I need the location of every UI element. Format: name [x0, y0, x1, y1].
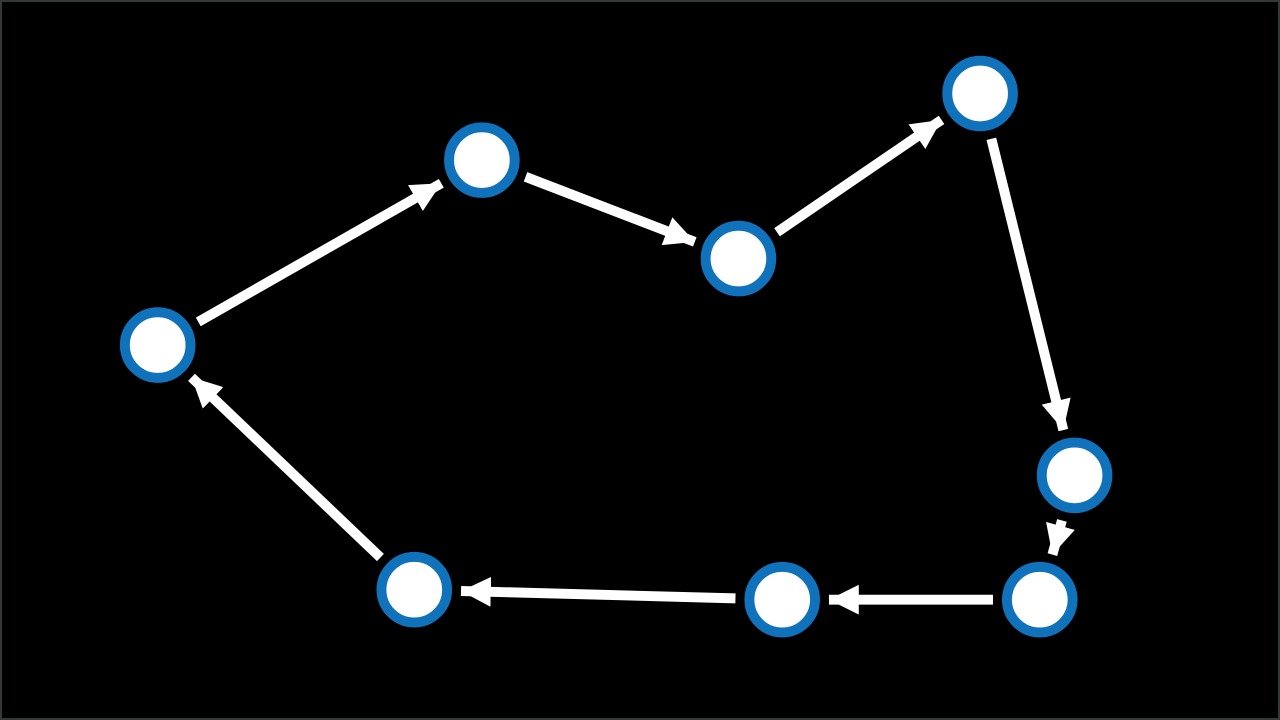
graph-node-n3	[700, 220, 777, 297]
graph-node-n5	[1036, 437, 1113, 514]
graph-edge-n5-n6	[1046, 519, 1075, 556]
graph-edge-n3-n4	[774, 115, 945, 237]
graph-node-n7	[744, 561, 820, 638]
nodes-layer	[119, 55, 1113, 638]
graph-edge-n4-n5	[986, 137, 1071, 432]
graph-node-n4	[942, 55, 1018, 132]
graph-edge-n8-n1	[188, 373, 384, 562]
graph-edge-n2-n3	[523, 172, 697, 247]
graph-node-n1	[119, 307, 196, 383]
graph-node-n2	[444, 122, 520, 198]
graph-edge-n7-n8	[460, 576, 736, 607]
graph-node-n8	[376, 551, 453, 628]
edges-layer	[188, 115, 1075, 615]
graph-node-n6	[1001, 561, 1078, 638]
graph-edge-n1-n2	[195, 178, 444, 327]
